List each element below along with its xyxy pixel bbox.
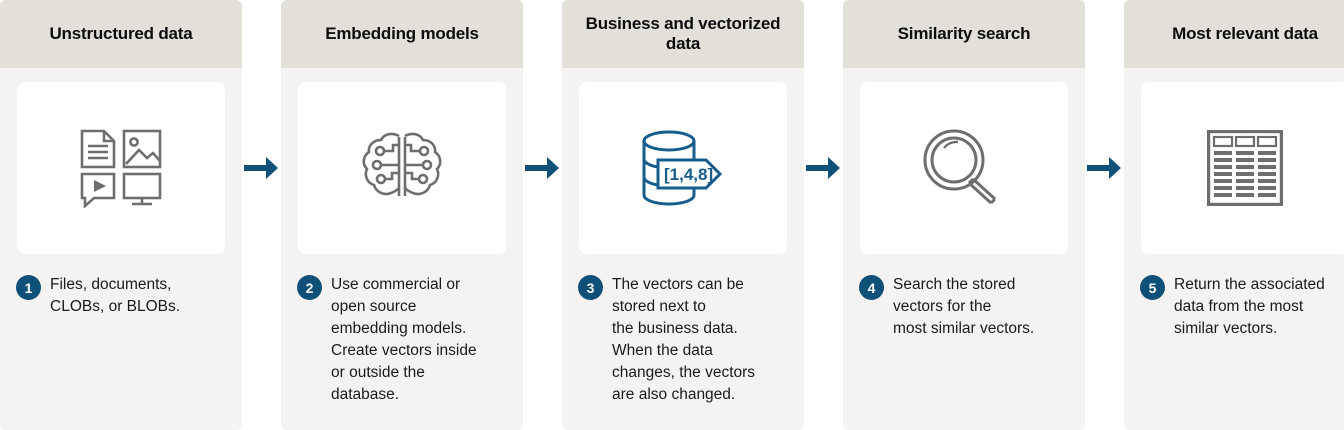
arrow-right-icon [244,157,278,179]
stage-title: Most relevant data [1172,23,1318,43]
icon-card-business-vectorized-data: [1,4,8] [579,82,787,254]
arrow-right-icon [525,157,559,179]
stage-header-unstructured-data: Unstructured data [0,0,242,68]
stage-title: Embedding models [325,23,479,43]
arrow-3-to-4 [804,0,843,430]
arrow-1-to-2 [242,0,281,430]
stage-header-similarity-search: Similarity search [843,0,1085,68]
caption-step-3: 3 The vectors can be stored next to the … [578,274,792,406]
arrow-right-icon [806,157,840,179]
stage-header-business-vectorized-data: Business and vectorized data [562,0,804,68]
caption-text: Return the associated data from the most… [1174,276,1325,337]
caption-text: The vectors can be stored next to the bu… [612,276,756,403]
stage-title: Unstructured data [49,23,193,43]
table-grid-icon [1207,130,1283,206]
icon-card-embedding-models [298,82,506,254]
arrow-2-to-3 [523,0,562,430]
stage-similarity-search: Similarity search 4 Search the stored ve… [843,0,1085,430]
brain-circuit-icon [362,132,442,196]
arrow-right-icon [1087,157,1121,179]
stage-most-relevant-data: Most relevant data [1124,0,1344,430]
stage-business-vectorized-data: Business and vectorized data [1,4,8] 3 T… [562,0,804,430]
caption-step-5: 5 Return the associated data from the mo… [1140,274,1344,340]
caption-step-4: 4 Search the stored vectors for the most… [859,274,1073,340]
database-vector-icon: [1,4,8] [642,130,723,206]
vector-value-label: [1,4,8] [664,165,713,184]
stage-header-most-relevant-data: Most relevant data [1124,0,1344,68]
documents-media-icon [80,129,162,208]
stage-unstructured-data: Unstructured data [0,0,242,430]
caption-text: Search the stored vectors for the most s… [893,276,1035,337]
icon-card-unstructured-data [17,82,225,254]
icon-card-similarity-search [860,82,1068,254]
caption-step-2: 2 Use commercial or open source embeddin… [297,274,511,406]
caption-text: Files, documents, CLOBs, or BLOBs. [50,276,181,315]
magnifying-glass-icon [923,129,997,205]
icon-card-most-relevant-data [1141,82,1344,254]
caption-text: Use commercial or open source embedding … [331,276,477,403]
step-badge: 5 [1140,275,1165,300]
stage-embedding-models: Embedding models [281,0,523,430]
arrow-4-to-5 [1085,0,1124,430]
step-badge: 3 [578,275,603,300]
stage-title: Business and vectorized data [585,13,781,53]
step-badge: 4 [859,275,884,300]
caption-step-1: 1 Files, documents, CLOBs, or BLOBs. [16,274,230,318]
step-badge: 1 [16,275,41,300]
stage-header-embedding-models: Embedding models [281,0,523,68]
step-badge: 2 [297,275,322,300]
stage-title: Similarity search [897,23,1031,43]
